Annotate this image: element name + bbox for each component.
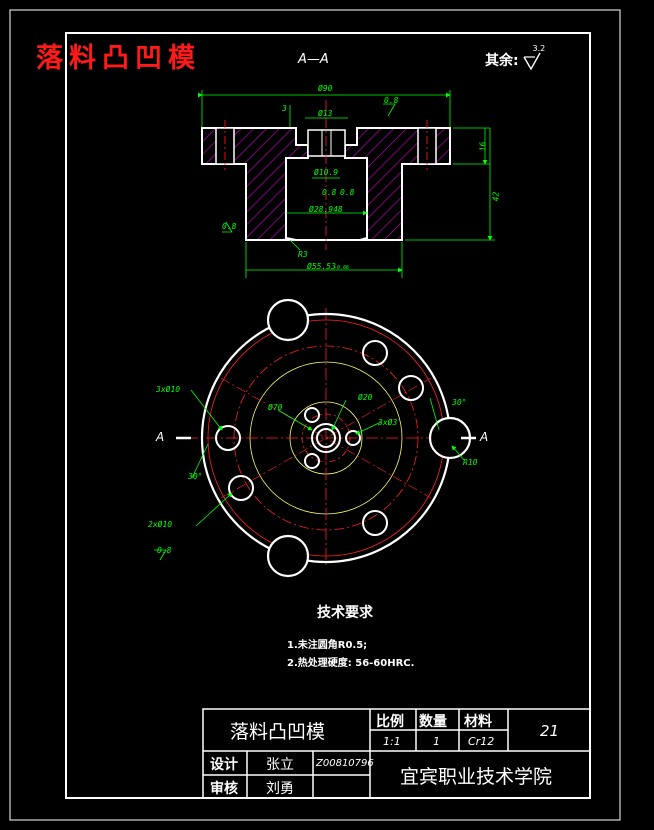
dim-r3: R3 bbox=[298, 250, 308, 259]
tb-qty: 1 bbox=[433, 735, 440, 748]
dim-d109: Ø10.9 bbox=[314, 168, 339, 177]
tb-review-label: 审核 bbox=[210, 781, 238, 797]
plan-view bbox=[154, 298, 476, 578]
tb-school: 宜宾职业技术学院 bbox=[400, 766, 553, 788]
dim-height: 42 bbox=[491, 191, 501, 202]
tb-designer: 张立 bbox=[266, 757, 294, 773]
dim-rough-a: 0.8 bbox=[322, 188, 337, 197]
tb-header-scale: 比例 bbox=[376, 714, 404, 730]
dim-base-tol: -0.06 bbox=[334, 265, 350, 271]
section-mark-left: A bbox=[156, 430, 165, 444]
dim-left-rough: 0.8 bbox=[222, 222, 237, 231]
section-view bbox=[198, 90, 495, 278]
tb-design-label: 设计 bbox=[210, 757, 238, 773]
tech-requirements-title: 技术要求 bbox=[317, 605, 373, 621]
dim-thick: 16 bbox=[478, 141, 488, 152]
dim-pcd-70: Ø70 bbox=[268, 403, 283, 412]
tb-material: Cr12 bbox=[468, 735, 495, 748]
roughness-value: 3.2 bbox=[532, 44, 546, 53]
dim-top-rough: 0.8 bbox=[384, 96, 399, 105]
outer-border bbox=[9, 9, 621, 821]
dim-angle-left: 30° bbox=[188, 472, 203, 481]
dim-depth: 3 bbox=[282, 104, 287, 113]
section-mark-right: A bbox=[480, 430, 489, 444]
dim-rough-b: 0.8 bbox=[340, 188, 355, 197]
tb-number: 21 bbox=[540, 722, 560, 740]
tech-line-2: 2.热处理硬度: 56-60HRC. bbox=[287, 658, 415, 669]
tb-header-material: 材料 bbox=[464, 714, 492, 730]
surface-note-label: 其余: bbox=[485, 53, 519, 69]
dim-base-dia: Ø55.53 bbox=[307, 262, 336, 271]
dim-small-holes: 3xØ3 bbox=[378, 418, 398, 427]
tb-header-qty: 数量 bbox=[419, 714, 447, 730]
dim-pin-rough: 0.8 bbox=[157, 546, 172, 555]
watermark-title: 落料凸凹模 bbox=[36, 43, 201, 74]
dim-outer-dia: Ø90 bbox=[318, 84, 333, 93]
dim-angle-right: 30° bbox=[452, 398, 467, 407]
title-block-grid bbox=[202, 708, 591, 799]
dim-holes-3: 3xØ10 bbox=[156, 385, 181, 394]
tb-reviewer: 刘勇 bbox=[266, 781, 294, 797]
roughness-symbol-icon: 3.2 bbox=[523, 44, 545, 71]
tb-code: Z00810796 bbox=[316, 758, 374, 769]
tb-drawing-name: 落料凸凹模 bbox=[230, 721, 326, 743]
dim-pcd-20: Ø20 bbox=[358, 393, 373, 402]
dim-bore-dia: Ø28.948 bbox=[309, 205, 343, 214]
surface-note: 其余: 3.2 bbox=[485, 44, 545, 71]
dim-hole-dia: Ø13 bbox=[318, 109, 333, 118]
section-label: A—A bbox=[298, 52, 329, 67]
tb-scale: 1:1 bbox=[383, 735, 401, 748]
tech-line-1: 1.未注圆角R0.5; bbox=[287, 640, 368, 651]
dim-r10: R10 bbox=[463, 458, 478, 467]
dim-pin-holes: 2xØ10 bbox=[148, 520, 173, 529]
